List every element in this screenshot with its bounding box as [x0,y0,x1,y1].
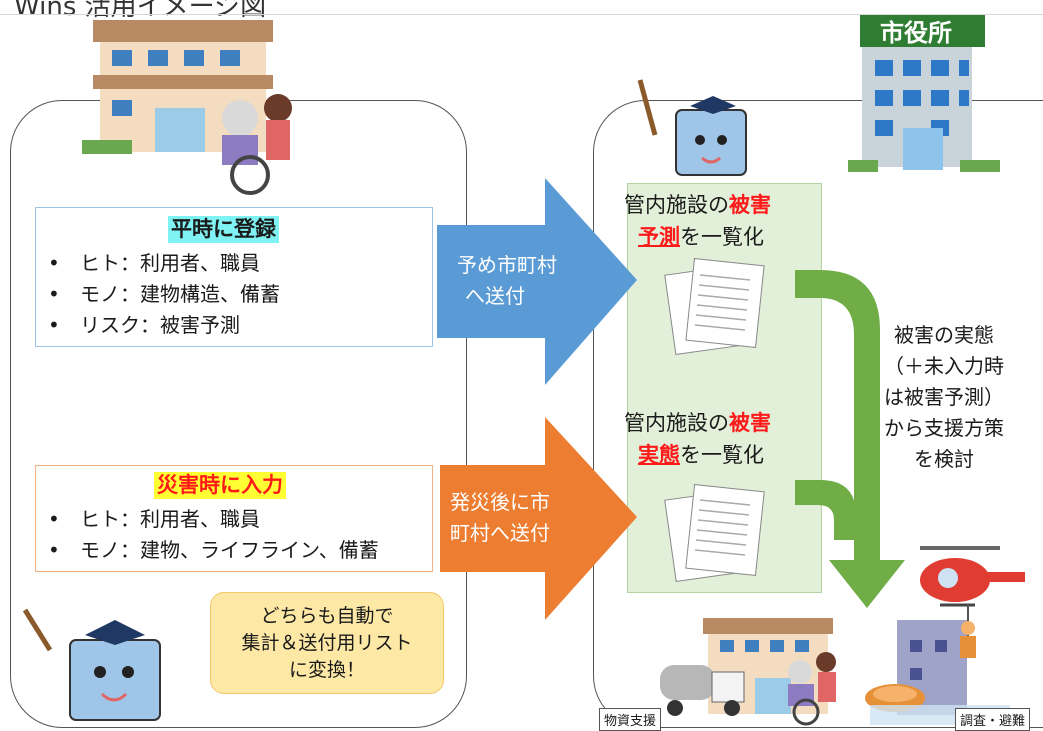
wheelchair-icon-bottom [788,652,836,726]
document-stack-icon-2 [664,484,765,583]
title-divider [0,14,1043,15]
list-item: リスク：被害予測 [36,310,280,341]
rescue-tag: 調査・避難 [955,708,1031,731]
note-line3: は被害予測） [884,385,1004,409]
list-item: モノ：建物、ライフライン、備蓄 [36,535,379,566]
mascot-icon [637,79,747,176]
prediction-suffix: を一覧化 [680,225,764,249]
green-arrow-bottom [795,480,856,540]
wheelchair-icon [222,94,292,195]
helicopter-icon [920,546,1025,607]
city-hall-sign: 市役所 [880,19,952,47]
normal-registration-list: ヒト：利用者、職員 モノ：建物構造、備蓄 リスク：被害予測 [36,248,280,341]
speech-line2: 集計＆送付用リスト [241,632,413,654]
blue-arrow-label: 予め市町村 へ送付 [457,250,557,312]
blue-arrow-label-line1: 予め市町村 [457,253,557,277]
tanker-truck-icon [660,665,745,716]
city-hall-icon [848,15,1000,172]
speech-line1: どちらも自動で [260,605,394,627]
list-item: ヒト：利用者、職員 [36,248,280,279]
orange-arrow [440,417,637,620]
speech-line3: に変換！ [288,659,365,681]
actual-list-heading-line2: 実態を一覧化 [638,440,764,470]
note-line1: 被害の実態 [894,323,994,347]
disaster-input-box: 災害時に入力 ヒト：利用者、職員 モノ：建物、ライフライン、備蓄 [35,465,433,572]
note-line2: （＋未入力時 [884,354,1004,378]
page-title: Wins 活用イメージ図 [14,0,267,22]
actual-suffix: を一覧化 [680,443,764,467]
supply-tag: 物資支援 [599,708,662,731]
disaster-input-title: 災害時に入力 [154,472,286,499]
actual-list-heading-line1: 管内施設の被害 [624,408,771,438]
disaster-input-list: ヒト：利用者、職員 モノ：建物、ライフライン、備蓄 [36,504,379,566]
actual-red2: 実態 [638,443,680,467]
orange-arrow-label-line2: 町村へ送付 [450,521,550,545]
speech-bubble: どちらも自動で 集計＆送付用リスト に変換！ [210,592,444,694]
prediction-red2: 予測 [638,225,680,249]
note-line5: を検討 [914,447,974,471]
blue-arrow-label-line2: へ送付 [465,284,525,308]
mascot-icon-bottom [22,608,161,721]
normal-registration-box: 平時に登録 ヒト：利用者、職員 モノ：建物構造、備蓄 リスク：被害予測 [35,207,433,347]
prediction-prefix: 管内施設の [624,193,729,217]
prediction-list-heading-line2: 予測を一覧化 [638,222,764,252]
blue-arrow [437,178,637,385]
actual-red1: 被害 [729,411,771,435]
support-note: 被害の実態 （＋未入力時 は被害予測） から支援方策 を検討 [864,320,1024,475]
normal-registration-title: 平時に登録 [168,216,279,243]
list-item: モノ：建物構造、備蓄 [36,279,280,310]
prediction-red1: 被害 [729,193,771,217]
orange-arrow-label-line1: 発災後に市 [450,490,550,514]
orange-arrow-label: 発災後に市 町村へ送付 [450,487,550,549]
green-arrow-top [795,270,905,608]
list-item: ヒト：利用者、職員 [36,504,379,535]
note-line4: から支援方策 [884,416,1004,440]
actual-prefix: 管内施設の [624,411,729,435]
document-stack-icon [664,258,765,356]
prediction-list-heading-line1: 管内施設の被害 [624,190,771,220]
